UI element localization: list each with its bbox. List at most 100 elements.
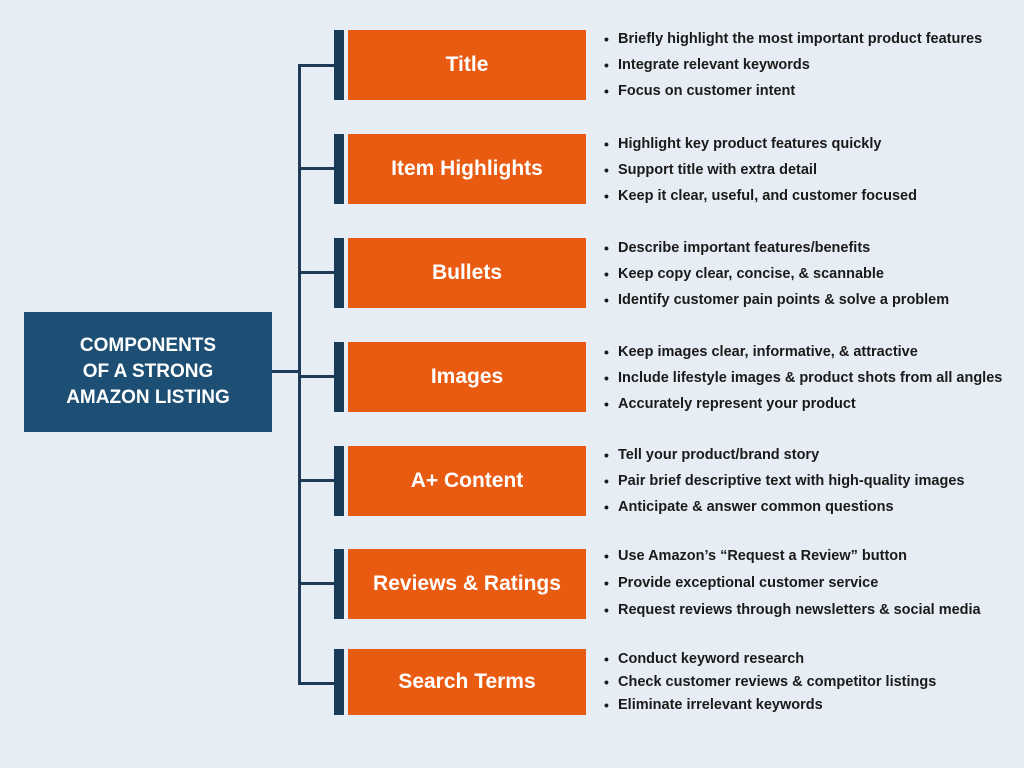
branch-search-terms: Search Terms	[334, 649, 586, 715]
bullet-text: Keep images clear, informative, & attrac…	[618, 344, 918, 360]
bullet-item: • Check customer reviews & competitor lis…	[604, 674, 936, 697]
bullet-dot-icon: •	[604, 697, 609, 713]
bullet-dot-icon: •	[604, 31, 609, 47]
branch-accent-bar	[334, 134, 344, 204]
bullet-text: Highlight key product features quickly	[618, 136, 882, 152]
bullet-item: • Eliminate irrelevant keywords	[604, 697, 936, 720]
bullet-text: Describe important features/benefits	[618, 240, 871, 256]
bullet-text: Accurately represent your product	[618, 396, 856, 412]
bullet-text: Anticipate & answer common questions	[618, 499, 894, 515]
bullet-text: Keep it clear, useful, and customer focu…	[618, 188, 917, 204]
bullet-text: Conduct keyword research	[618, 651, 805, 667]
branch-connector-title	[298, 64, 334, 67]
bullet-dot-icon: •	[604, 370, 609, 386]
branch-connector-reviews-ratings	[298, 582, 334, 585]
branch-label-images: Images	[348, 342, 586, 412]
root-title-line-1: COMPONENTS	[79, 335, 217, 356]
bullet-dot-icon: •	[604, 548, 609, 564]
branch-bullets: Bullets	[334, 238, 586, 308]
branch-accent-bar	[334, 446, 344, 516]
bullet-dot-icon: •	[604, 292, 609, 308]
bullet-item: • Include lifestyle images & product shot…	[604, 370, 1002, 396]
bullet-text: Include lifestyle images & product shots…	[618, 370, 1003, 386]
bullet-dot-icon: •	[604, 602, 609, 618]
bullet-dot-icon: •	[604, 240, 609, 256]
bullet-item: • Describe important features/benefits	[604, 240, 949, 266]
bullet-item: • Accurately represent your product	[604, 396, 1002, 422]
branch-connector-item-highlights	[298, 167, 334, 170]
bullet-dot-icon: •	[604, 266, 609, 282]
bullet-item: • Support title with extra detail	[604, 162, 917, 188]
branch-accent-bar	[334, 30, 344, 100]
root-title-line-2: OF A STRONG	[82, 361, 214, 382]
bullet-dot-icon: •	[604, 473, 609, 489]
bullet-item: •Identify customer pain points & solve a…	[604, 292, 949, 318]
bullet-dot-icon: •	[604, 447, 609, 463]
bullet-item: • Conduct keyword research	[604, 651, 936, 674]
bullet-dot-icon: •	[604, 344, 609, 360]
branch-connector-search-terms	[298, 682, 334, 685]
branch-connector-images	[298, 375, 334, 378]
branch-title: Title	[334, 30, 586, 100]
branch-accent-bar	[334, 342, 344, 412]
trunk-connector	[298, 64, 301, 684]
branch-item-highlights: Item Highlights	[334, 134, 586, 204]
bullet-text: Integrate relevant keywords	[618, 57, 810, 73]
bullet-list-a-plus-content: • Tell your product/brand story • Pair bri…	[604, 447, 964, 525]
bullet-dot-icon: •	[604, 136, 609, 152]
branch-accent-bar	[334, 649, 344, 715]
branch-label-reviews-ratings: Reviews & Ratings	[348, 549, 586, 619]
bullet-text: Tell your product/brand story	[618, 447, 820, 463]
bullet-text: Provide exceptional customer service	[618, 575, 879, 591]
bullet-item: • Briefly highlight the most important pr…	[604, 31, 982, 57]
bullet-text: Support title with extra detail	[618, 162, 817, 178]
branch-label-bullets: Bullets	[348, 238, 586, 308]
root-connector	[272, 370, 300, 373]
branch-label-item-highlights: Item Highlights	[348, 134, 586, 204]
bullet-text: Request reviews through newsletters & so…	[618, 602, 981, 618]
bullet-item: • Highlight key product features quickly	[604, 136, 917, 162]
bullet-list-reviews-ratings: •Use Amazon’s “Request a Review” button …	[604, 548, 981, 629]
bullet-text: Focus on customer intent	[618, 83, 796, 99]
bullet-dot-icon: •	[604, 674, 609, 690]
bullet-dot-icon: •	[604, 188, 609, 204]
bullet-item: •Integrate relevant keywords	[604, 57, 982, 83]
bullet-item: • Provide exceptional customer service	[604, 575, 981, 602]
bullet-text: Keep copy clear, concise, & scannable	[618, 266, 884, 282]
bullet-text: Use Amazon’s “Request a Review” button	[618, 548, 907, 564]
branch-label-title: Title	[348, 30, 586, 100]
bullet-dot-icon: •	[604, 396, 609, 412]
branch-accent-bar	[334, 549, 344, 619]
bullet-list-title: • Briefly highlight the most important pr…	[604, 31, 982, 109]
bullet-list-bullets: • Describe important features/benefits • K…	[604, 240, 949, 318]
root-title-line-3: AMAZON LISTING	[66, 387, 230, 408]
root-node: COMPONENTS OF A STRONG AMAZON LISTING	[24, 312, 272, 432]
bullet-item: • Keep it clear, useful, and customer foc…	[604, 188, 917, 214]
bullet-dot-icon: •	[604, 162, 609, 178]
bullet-item: • Request reviews through newsletters & s…	[604, 602, 981, 629]
bullet-item: •Anticipate & answer common questions	[604, 499, 964, 525]
bullet-item: • Tell your product/brand story	[604, 447, 964, 473]
bullet-list-item-highlights: •Highlight key product features quickly …	[604, 136, 917, 214]
bullet-text: Check customer reviews & competitor list…	[618, 674, 937, 690]
branch-accent-bar	[334, 238, 344, 308]
bullet-item: • Keep images clear, informative, & attra…	[604, 344, 1002, 370]
branch-connector-bullets	[298, 271, 334, 274]
branch-a-plus-content: A+ Content	[334, 446, 586, 516]
branch-label-search-terms: Search Terms	[348, 649, 586, 715]
bullet-dot-icon: •	[604, 575, 609, 591]
bullet-dot-icon: •	[604, 651, 609, 667]
branch-label-a-plus-content: A+ Content	[348, 446, 586, 516]
branch-images: Images	[334, 342, 586, 412]
branch-reviews-ratings: Reviews & Ratings	[334, 549, 586, 619]
bullet-text: Briefly highlight the most important pro…	[618, 31, 983, 47]
bullet-text: Pair brief descriptive text with high-qu…	[618, 473, 965, 489]
bullet-item: • Pair brief descriptive text with high-q…	[604, 473, 964, 499]
bullet-item: • Use Amazon’s “Request a Review” button	[604, 548, 981, 575]
bullet-dot-icon: •	[604, 83, 609, 99]
bullet-text: Eliminate irrelevant keywords	[618, 697, 823, 713]
bullet-list-search-terms: • Conduct keyword research • Check custome…	[604, 651, 936, 720]
bullet-item: • Keep copy clear, concise, & scannable	[604, 266, 949, 292]
branch-connector-a-plus-content	[298, 479, 334, 482]
